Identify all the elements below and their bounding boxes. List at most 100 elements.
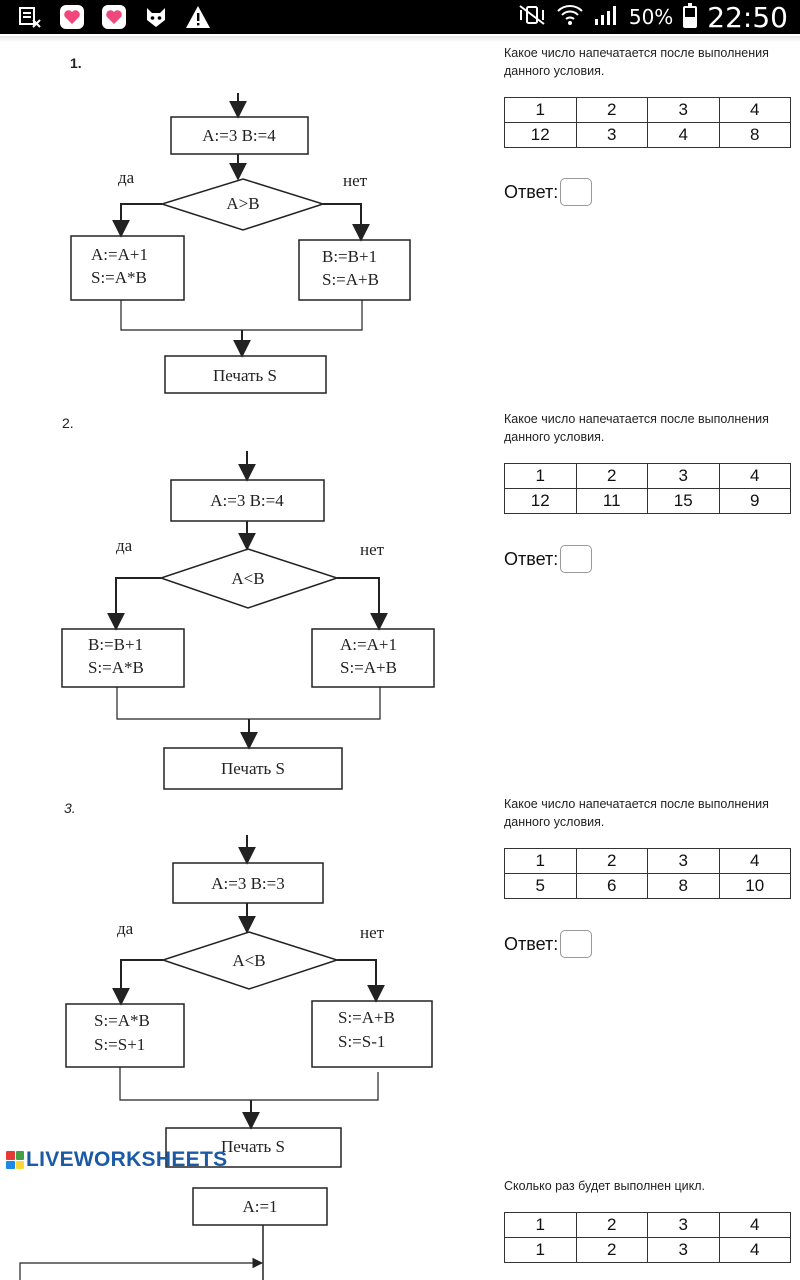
option-value: 6 xyxy=(575,873,648,899)
print-block xyxy=(163,747,343,790)
yes-line-2: S:=A*B xyxy=(91,268,147,287)
answer-input[interactable] xyxy=(560,545,593,573)
option-number: 4 xyxy=(718,1212,791,1238)
no-label: нет xyxy=(360,923,385,942)
liveworksheets-logo[interactable]: LIVEWORKSHEETS xyxy=(6,1148,227,1172)
liveworksheets-logo-icon xyxy=(6,1151,24,1169)
option-value: 3 xyxy=(575,122,648,148)
option-value: 8 xyxy=(718,122,791,148)
table-row: 12 11 15 9 xyxy=(504,488,791,514)
condition-text: A<B xyxy=(232,951,265,970)
question-3: Какое число напечатается после выполнени… xyxy=(504,797,769,829)
option-number: 3 xyxy=(647,1212,720,1238)
task-number-2: 2. xyxy=(62,415,74,431)
option-number: 1 xyxy=(504,463,577,489)
option-number: 1 xyxy=(504,1212,577,1238)
brand-name: LIVEWORKSHEETS xyxy=(26,1148,228,1171)
system-status: 50% 22:50 xyxy=(517,0,788,34)
no-line-2: S:=A+B xyxy=(322,270,379,289)
no-line-1: A:=A+1 xyxy=(340,635,397,654)
flowchart-2: A:=3 B:=4 A<B да нет B:=B+1 S:=A*B A:=A+… xyxy=(61,451,435,790)
option-value: 15 xyxy=(647,488,720,514)
task-number-3: 3. xyxy=(64,800,76,816)
condition-block xyxy=(158,548,340,609)
no-line-2: S:=S-1 xyxy=(338,1032,385,1051)
print-block xyxy=(165,1127,342,1168)
print-block xyxy=(164,355,327,394)
page-edge xyxy=(0,36,800,42)
condition-block xyxy=(160,931,340,990)
yes-block xyxy=(61,628,185,688)
answer-input[interactable] xyxy=(560,178,593,206)
flowchart-1: A:=3 B:=4 A>B да нет A:=A+1 S:=A*B B:=B+… xyxy=(70,93,411,394)
option-number: 1 xyxy=(504,97,577,123)
answer-row-3: Ответ: xyxy=(504,930,593,958)
yes-line-1: B:=B+1 xyxy=(88,635,143,654)
keyboard-x-icon xyxy=(16,3,44,31)
signal-icon xyxy=(593,4,619,31)
table-row: 12 3 4 8 xyxy=(504,122,791,148)
task-number-1: 1. xyxy=(70,55,82,71)
print-text: Печать S xyxy=(221,1137,285,1156)
answer-label: Ответ: xyxy=(504,548,559,569)
yes-line-2: S:=A*B xyxy=(88,658,144,677)
option-value: 9 xyxy=(718,488,791,514)
answer-label: Ответ: xyxy=(504,933,559,954)
yes-block xyxy=(70,235,185,301)
option-value: 2 xyxy=(575,1237,648,1263)
option-value: 12 xyxy=(504,122,577,148)
clock: 22:50 xyxy=(707,0,788,34)
notification-icons xyxy=(16,3,212,31)
answer-row-2: Ответ: xyxy=(504,545,593,573)
option-value: 10 xyxy=(718,873,791,899)
options-table-2: 1 2 3 4 12 11 15 9 xyxy=(504,463,791,514)
status-bar: 50% 22:50 xyxy=(0,0,800,34)
init-text: A:=3 B:=4 xyxy=(210,491,284,510)
init-text: A:=3 B:=3 xyxy=(211,874,285,893)
condition-text: A>B xyxy=(226,194,259,213)
print-text: Печать S xyxy=(213,366,277,385)
init-text: A:=1 xyxy=(242,1197,277,1216)
table-row: 1 2 3 4 xyxy=(504,463,791,489)
option-number: 1 xyxy=(504,848,577,874)
answer-input[interactable] xyxy=(560,930,593,958)
battery-icon xyxy=(683,3,698,28)
option-value: 1 xyxy=(504,1237,577,1263)
mute-vibrate-icon xyxy=(517,4,547,31)
yes-line-2: S:=S+1 xyxy=(94,1035,145,1054)
option-number: 2 xyxy=(575,97,648,123)
condition-block xyxy=(159,178,326,231)
yes-line-1: A:=A+1 xyxy=(91,245,148,264)
table-row: 1 2 3 4 xyxy=(504,848,791,874)
no-block xyxy=(311,628,435,688)
question-1: Какое число напечатается после выполнени… xyxy=(504,46,769,78)
options-table-3: 1 2 3 4 5 6 8 10 xyxy=(504,848,791,899)
flowchart-3: A:=3 B:=3 A<B да нет S:=A*B S:=S+1 S:=A+… xyxy=(65,835,433,1168)
yes-label: да xyxy=(118,168,135,187)
option-value: 5 xyxy=(504,873,577,899)
table-row: 1 2 3 4 xyxy=(504,1237,791,1263)
no-line-1: B:=B+1 xyxy=(322,247,377,266)
option-number: 3 xyxy=(647,463,720,489)
condition-text: A<B xyxy=(231,569,264,588)
option-value: 4 xyxy=(647,122,720,148)
option-number: 4 xyxy=(718,463,791,489)
init-block xyxy=(170,116,309,155)
print-text: Печать S xyxy=(221,759,285,778)
yes-label: да xyxy=(116,536,133,555)
option-value: 11 xyxy=(575,488,648,514)
option-value: 3 xyxy=(647,1237,720,1263)
no-block xyxy=(298,239,411,301)
init-text: A:=3 B:=4 xyxy=(202,126,276,145)
heart-app-icon xyxy=(58,3,86,31)
cat-app-icon xyxy=(142,3,170,31)
option-number: 4 xyxy=(718,97,791,123)
init-block xyxy=(192,1187,328,1226)
options-table-1: 1 2 3 4 12 3 4 8 xyxy=(504,97,791,148)
no-block xyxy=(311,1000,433,1068)
yes-label: да xyxy=(117,919,134,938)
question-2: Какое число напечатается после выполнени… xyxy=(504,412,769,444)
option-value: 12 xyxy=(504,488,577,514)
heart-app-icon xyxy=(100,3,128,31)
